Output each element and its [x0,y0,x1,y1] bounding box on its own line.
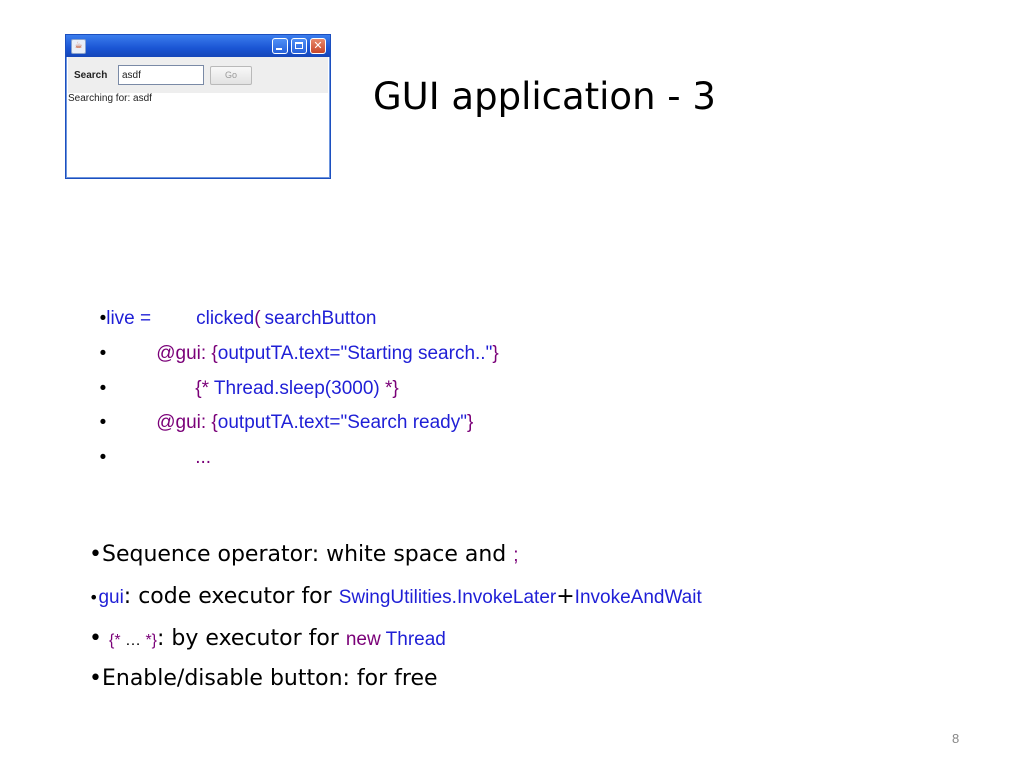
code-gui: @gui: [156,412,207,433]
code-statement: outputTA.text="Search ready" [217,412,467,433]
new-keyword: new [345,629,381,650]
minimize-icon[interactable] [272,38,288,54]
bg-brace-close: *} [145,632,158,649]
bullet-gui-executor: •gui: code executor for SwingUtilities.I… [89,584,702,609]
code-line-gui-start: • @gui: {outputTA.text="Starting search..… [89,321,499,365]
bullet: • [99,343,107,364]
semicolon: ; [513,545,519,566]
search-label: Search [74,70,108,81]
ellipsis: … [120,632,146,649]
code-brace-open: { [211,343,218,364]
code-bg-close: *} [385,378,399,399]
bullet: • [89,626,109,651]
code-line-thread-sleep: • {* Thread.sleep(3000) *} [89,356,399,400]
bullet-sequence-operator: •Sequence operator: white space and ; [89,542,519,567]
bullet: • [89,588,99,607]
slide-title: GUI application - 3 [373,75,716,118]
invoke-and-wait: InvokeAndWait [574,587,702,608]
plus: + [556,584,575,609]
search-toolbar: Search Go [68,57,328,93]
bullet-text: : code executor for [123,584,339,609]
code-ellipsis: ... [195,447,212,468]
gui-keyword: gui [98,587,124,608]
bullet-text: •Sequence operator: white space and [89,542,514,567]
code-line-gui-ready: • @gui: {outputTA.text="Search ready"} [89,390,474,434]
output-text-area: Searching for: asdf [68,93,152,104]
code-statement: Thread.sleep(3000) [208,378,386,399]
app-window-screenshot: ☕ ✕ Search Go Searching for: asdf [65,34,331,179]
code-paren: ( [254,308,261,329]
thread-keyword: Thread [380,629,446,650]
bullet-enable-disable: •Enable/disable button: for free [89,666,438,691]
bg-brace-open: {* [108,632,121,649]
code-bg-open: {* [195,378,209,399]
bullet: • [99,447,107,468]
java-cup-icon: ☕ [71,39,86,54]
search-input[interactable] [118,65,204,85]
code-line-ellipsis: •... [89,425,212,469]
bullet: • [99,378,107,399]
code-search-button: searchButton [264,308,377,329]
code-line-live: •live = clicked(searchButton [89,286,377,330]
code-live: live = [106,308,152,329]
close-icon[interactable]: ✕ [310,38,326,54]
code-clicked: clicked [196,308,255,329]
code-brace-open: { [211,412,218,433]
go-button[interactable]: Go [210,66,252,85]
code-brace-close: } [492,343,499,364]
bullet: • [99,308,107,329]
code-brace-close: } [466,412,474,433]
code-statement: outputTA.text="Starting search.." [217,343,493,364]
page-number: 8 [952,731,960,746]
bullet-text: •Enable/disable button: for free [89,666,438,691]
bullet-text: : by executor for [157,626,346,651]
window-titlebar: ☕ ✕ [66,35,330,57]
bullet-thread-executor: • {* … *}: by executor for new Thread [89,626,446,651]
code-gui: @gui: [156,343,207,364]
maximize-icon[interactable] [291,38,307,54]
invoke-later: SwingUtilities.InvokeLater [338,587,557,608]
bullet: • [99,412,107,433]
